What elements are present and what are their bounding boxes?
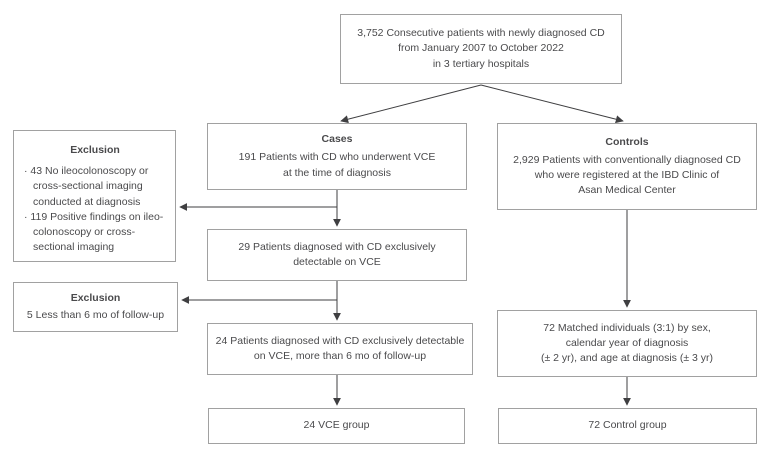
exclusion-followup-text: 5 Less than 6 mo of follow-up: [26, 308, 165, 321]
matched-individuals-text: 72 Matched individuals (3:1) by sex, cal…: [540, 321, 713, 365]
cases-box: Cases 191 Patients with CD who underwent…: [207, 123, 467, 190]
exclusion-cases-box: Exclusion 43 No ileocolonoscopy or cross…: [13, 130, 176, 262]
vce-exclusive-followup-box: 24 Patients diagnosed with CD exclusivel…: [207, 323, 473, 375]
exclusion-followup-box: Exclusion 5 Less than 6 mo of follow-up: [13, 282, 178, 332]
control-group-box: 72 Control group: [498, 408, 757, 444]
control-group-text: 72 Control group: [588, 419, 667, 432]
arrow-total-to-controls: [480, 84, 624, 124]
vce-exclusive-followup-text: 24 Patients diagnosed with CD exclusivel…: [215, 334, 465, 362]
vce-exclusive-text: 29 Patients diagnosed with CD exclusivel…: [238, 240, 436, 268]
cases-title: Cases: [321, 133, 353, 146]
exclusion-cases-title: Exclusion: [70, 144, 120, 156]
vce-exclusive-box: 29 Patients diagnosed with CD exclusivel…: [207, 229, 467, 281]
vce-group-text: 24 VCE group: [303, 419, 370, 432]
vce-group-box: 24 VCE group: [208, 408, 465, 444]
controls-box: Controls 2,929 Patients with conventiona…: [497, 123, 757, 210]
exclusion-cases-item: 43 No ileocolonoscopy or cross-sectional…: [24, 164, 166, 210]
matched-individuals-box: 72 Matched individuals (3:1) by sex, cal…: [497, 310, 757, 377]
exclusion-cases-item: 119 Positive findings on ileo-colonoscop…: [24, 210, 166, 256]
exclusion-followup-title: Exclusion: [70, 292, 121, 305]
controls-text: 2,929 Patients with conventionally diagn…: [513, 153, 741, 197]
arrow-total-to-cases: [340, 84, 482, 124]
cases-text: 191 Patients with CD who underwent VCE a…: [238, 151, 436, 179]
controls-title: Controls: [605, 135, 649, 148]
exclusion-cases-list: 43 No ileocolonoscopy or cross-sectional…: [24, 164, 166, 255]
total-patients-text: 3,752 Consecutive patients with newly di…: [357, 27, 605, 70]
total-patients-box: 3,752 Consecutive patients with newly di…: [340, 14, 622, 84]
